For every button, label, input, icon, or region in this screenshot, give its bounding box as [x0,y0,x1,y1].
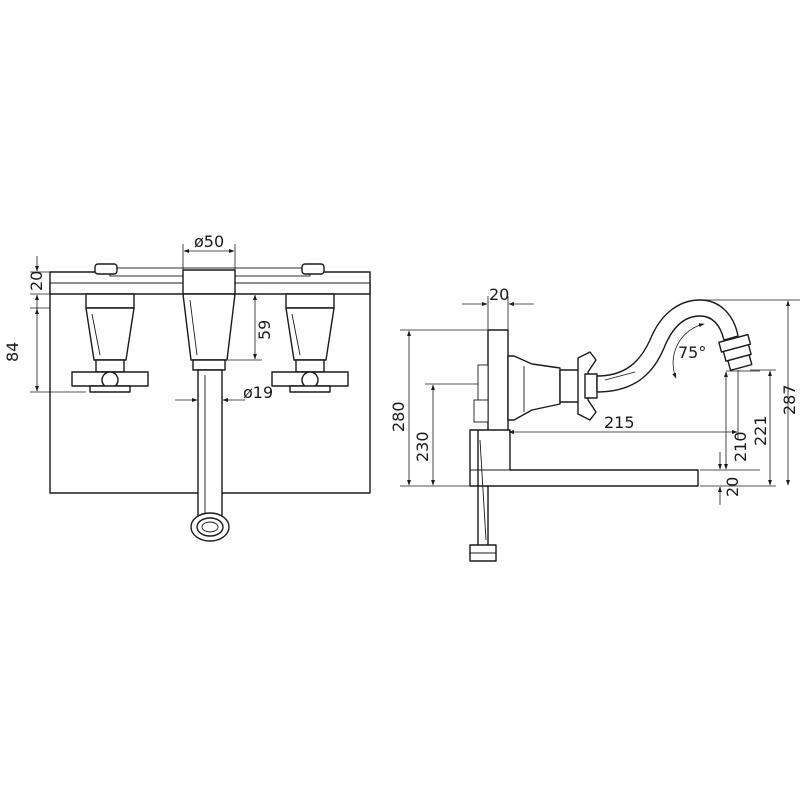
dim-height-210: 210 [700,370,760,471]
dim-body-59: 59 [228,293,274,361]
dim-angle-75: 75° [672,323,706,379]
side-base-bar [469,429,699,487]
side-wall-plate [487,329,509,441]
side-view: 20 280 230 215 210 [389,285,800,562]
dim-label: 221 [751,415,770,446]
dim-label: 287 [780,384,799,415]
side-spout [596,299,753,393]
front-view: 20 84 59 ø50 ø19 [3,232,371,542]
dim-label: 230 [413,431,432,462]
dim-label: 280 [389,401,408,432]
dim-projection-215: 215 [508,370,739,440]
right-handle [271,293,349,393]
dim-label: 84 [3,342,22,362]
dim-label: 20 [489,285,509,304]
dim-label: 75° [678,343,706,362]
left-handle [71,293,149,393]
dim-handle-84: 84 [3,307,86,393]
dim-diameter-50: ø50 [182,232,236,270]
dim-height-280: 280 [389,329,488,487]
center-spout [182,269,236,542]
dim-label: 59 [255,320,274,340]
dim-flange-20: 20 [27,256,50,312]
dim-label: ø19 [243,383,273,402]
dim-plate-20: 20 [462,285,534,330]
dim-height-221: 221 [700,369,776,487]
dim-label: 210 [731,431,750,462]
dim-diameter-19: ø19 [175,383,273,402]
dim-label: 20 [27,271,46,291]
side-handle [507,351,598,421]
dim-bottom-20: 20 [718,452,742,505]
dim-label: ø50 [194,232,224,251]
dim-label: 215 [604,413,635,432]
dim-label: 20 [723,477,742,497]
dim-height-287: 287 [700,299,800,486]
dim-height-230: 230 [413,383,478,486]
